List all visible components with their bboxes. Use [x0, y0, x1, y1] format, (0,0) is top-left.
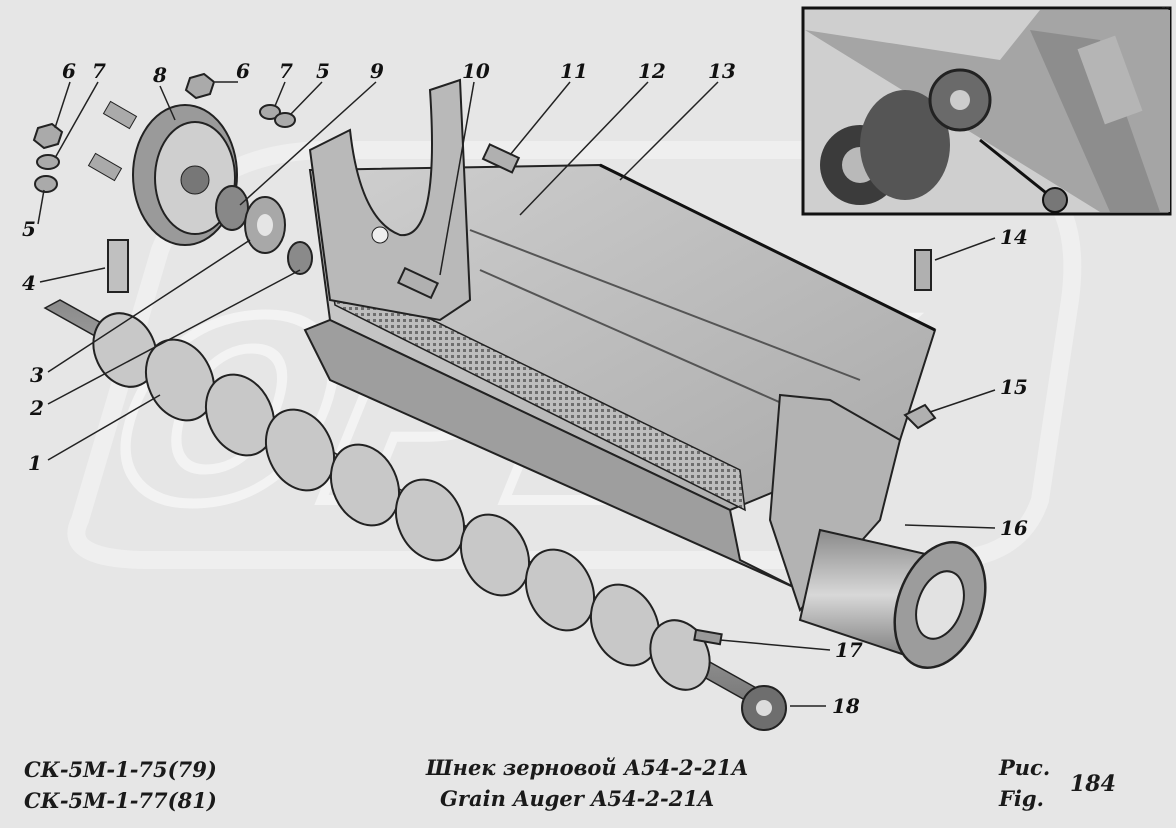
corner-mark: -- — [1161, 0, 1170, 14]
leader-lines — [37, 81, 996, 707]
figure-label-english: Fig. — [999, 786, 1044, 811]
callout-17: 17 — [835, 638, 863, 662]
nuts-washers-left — [32, 72, 296, 193]
callout-16: 16 — [1000, 516, 1028, 540]
key-17 — [693, 628, 723, 646]
model-code-2: СК-5М-1-77(81) — [24, 788, 217, 813]
callout-6-right: 6 — [236, 59, 250, 83]
callout-7-right: 7 — [279, 59, 293, 83]
callout-2: 2 — [29, 396, 44, 420]
figure-number: 184 — [1070, 771, 1116, 797]
callout-12: 12 — [638, 59, 666, 83]
watermark — [67, 141, 1082, 569]
callout-6-left: 6 — [62, 59, 76, 83]
callout-8: 8 — [152, 63, 167, 87]
callout-11: 11 — [560, 59, 588, 83]
callout-18: 18 — [832, 694, 860, 718]
rear-tube — [768, 393, 987, 669]
callout-9: 9 — [370, 59, 384, 83]
callout-7-left: 7 — [92, 59, 106, 83]
bushing-4 — [107, 239, 129, 293]
callout-4: 4 — [22, 271, 36, 295]
bearing-3 — [287, 241, 313, 275]
callout-5-left: 5 — [22, 217, 36, 241]
auger-flights — [92, 312, 711, 691]
callout-5-right: 5 — [316, 59, 330, 83]
sprocket-18 — [741, 685, 787, 731]
title-russian: Шнек зерновой А54-2-21А — [426, 755, 749, 780]
callout-14: 14 — [1000, 225, 1028, 249]
seal-9 — [215, 185, 286, 254]
drive-hub — [87, 100, 238, 246]
callout-3: 3 — [30, 363, 44, 387]
callout-15: 15 — [1000, 375, 1028, 399]
callout-13: 13 — [708, 59, 736, 83]
end-plate — [308, 78, 472, 322]
callout-1: 1 — [28, 451, 42, 475]
inset-photo — [801, 6, 1172, 216]
figure-label-russian: Рис. — [999, 755, 1051, 780]
callout-10: 10 — [462, 59, 490, 83]
model-code-1: СК-5М-1-75(79) — [24, 757, 217, 782]
bolts — [396, 143, 937, 430]
title-english: Grain Auger A54-2-21A — [440, 786, 715, 811]
